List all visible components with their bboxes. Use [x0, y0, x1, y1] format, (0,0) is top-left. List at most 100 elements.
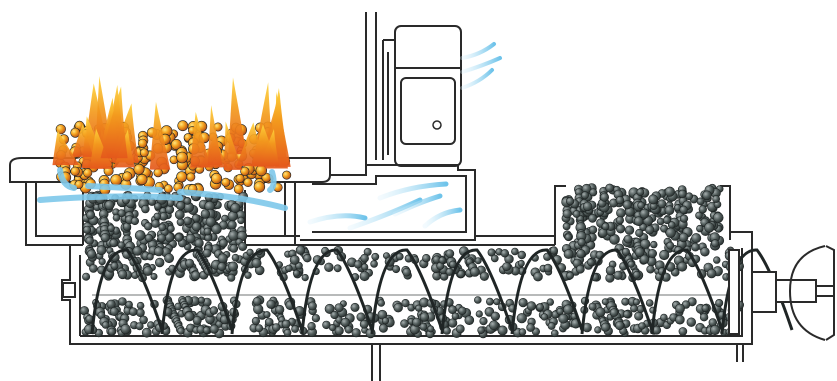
- pellet: [533, 271, 543, 282]
- pellet: [244, 271, 252, 279]
- pellet: [146, 253, 154, 261]
- pellet: [109, 238, 118, 248]
- pellet: [350, 302, 360, 312]
- pellet: [359, 319, 369, 329]
- pellet: [98, 258, 106, 266]
- flames: [52, 76, 291, 170]
- pellet: [303, 254, 312, 263]
- pellet: [562, 209, 572, 219]
- pellet: [133, 163, 145, 175]
- pellet: [89, 264, 98, 273]
- pellet: [209, 306, 219, 315]
- pellet: [679, 214, 689, 223]
- pellet: [117, 241, 126, 249]
- pellet: [517, 259, 525, 267]
- pellet: [594, 326, 602, 334]
- pellet: [283, 328, 292, 337]
- pellet: [517, 250, 526, 260]
- pellet: [664, 205, 675, 216]
- pellet: [130, 216, 139, 226]
- flame-icon: [190, 111, 211, 168]
- pellet: [392, 265, 401, 274]
- pellet: [696, 197, 705, 206]
- pellet: [419, 312, 430, 322]
- pellet: [74, 180, 84, 189]
- pellet: [600, 322, 611, 332]
- pellet: [203, 227, 212, 236]
- pellet: [624, 225, 635, 235]
- pellet: [448, 305, 457, 315]
- pellet: [526, 301, 537, 311]
- pellet: [240, 166, 250, 176]
- pellet: [340, 317, 350, 328]
- pellet: [605, 183, 615, 193]
- pellet: [615, 320, 625, 331]
- pellet: [678, 327, 688, 336]
- pellet: [474, 257, 482, 265]
- pellet: [110, 174, 122, 186]
- pellet: [622, 200, 632, 210]
- pellet: [547, 322, 556, 330]
- pellet: [285, 264, 293, 273]
- pellet: [427, 325, 435, 333]
- pellet: [451, 312, 460, 320]
- pellet: [176, 218, 185, 227]
- pellet: [251, 316, 260, 326]
- pellet: [616, 208, 626, 218]
- pellet: [698, 205, 707, 214]
- pellet: [412, 317, 422, 327]
- pellet: [458, 306, 467, 315]
- flame-icon: [236, 122, 266, 167]
- pellet: [381, 317, 390, 325]
- pellet: [176, 201, 186, 211]
- pellet: [85, 236, 94, 245]
- pellet: [566, 271, 574, 280]
- pellet: [473, 296, 482, 304]
- pellet: [147, 321, 155, 329]
- pellet: [710, 239, 720, 248]
- pellet: [479, 271, 490, 281]
- pellet: [359, 271, 370, 282]
- pellet: [601, 298, 609, 306]
- pellet: [252, 296, 262, 306]
- flame-icon: [71, 123, 94, 157]
- pellet: [86, 210, 96, 220]
- pellet: [200, 209, 211, 219]
- pellet: [639, 208, 650, 219]
- pellet: [360, 253, 369, 263]
- pellet: [253, 181, 266, 193]
- pellet: [518, 298, 528, 308]
- pellet: [264, 317, 274, 327]
- pellet: [422, 254, 431, 263]
- pellet: [150, 272, 158, 280]
- pellet: [615, 196, 625, 205]
- pellet: [526, 323, 535, 332]
- pellet: [490, 311, 500, 321]
- pellet: [351, 328, 361, 338]
- air-duct: [300, 164, 476, 241]
- pellet: [144, 233, 153, 243]
- pellet: [174, 209, 185, 220]
- pellet: [630, 304, 638, 313]
- pellet: [586, 258, 595, 267]
- flame-icon: [100, 86, 128, 159]
- pellet: [70, 166, 80, 177]
- pellet: [209, 324, 219, 334]
- pellet: [662, 216, 671, 225]
- pellet: [158, 223, 167, 232]
- pellet: [110, 261, 119, 270]
- pellet: [664, 186, 675, 197]
- pellet: [136, 301, 145, 310]
- pellet: [227, 273, 236, 282]
- pellet: [632, 270, 641, 279]
- pellet: [155, 257, 165, 268]
- pellet: [101, 321, 110, 329]
- pellet: [100, 233, 110, 243]
- pellet: [183, 216, 192, 226]
- pellet: [205, 216, 216, 227]
- pellet: [107, 327, 116, 336]
- pellet: [576, 249, 586, 259]
- pellet: [475, 310, 483, 318]
- pellet: [601, 222, 610, 231]
- pellet: [238, 242, 248, 252]
